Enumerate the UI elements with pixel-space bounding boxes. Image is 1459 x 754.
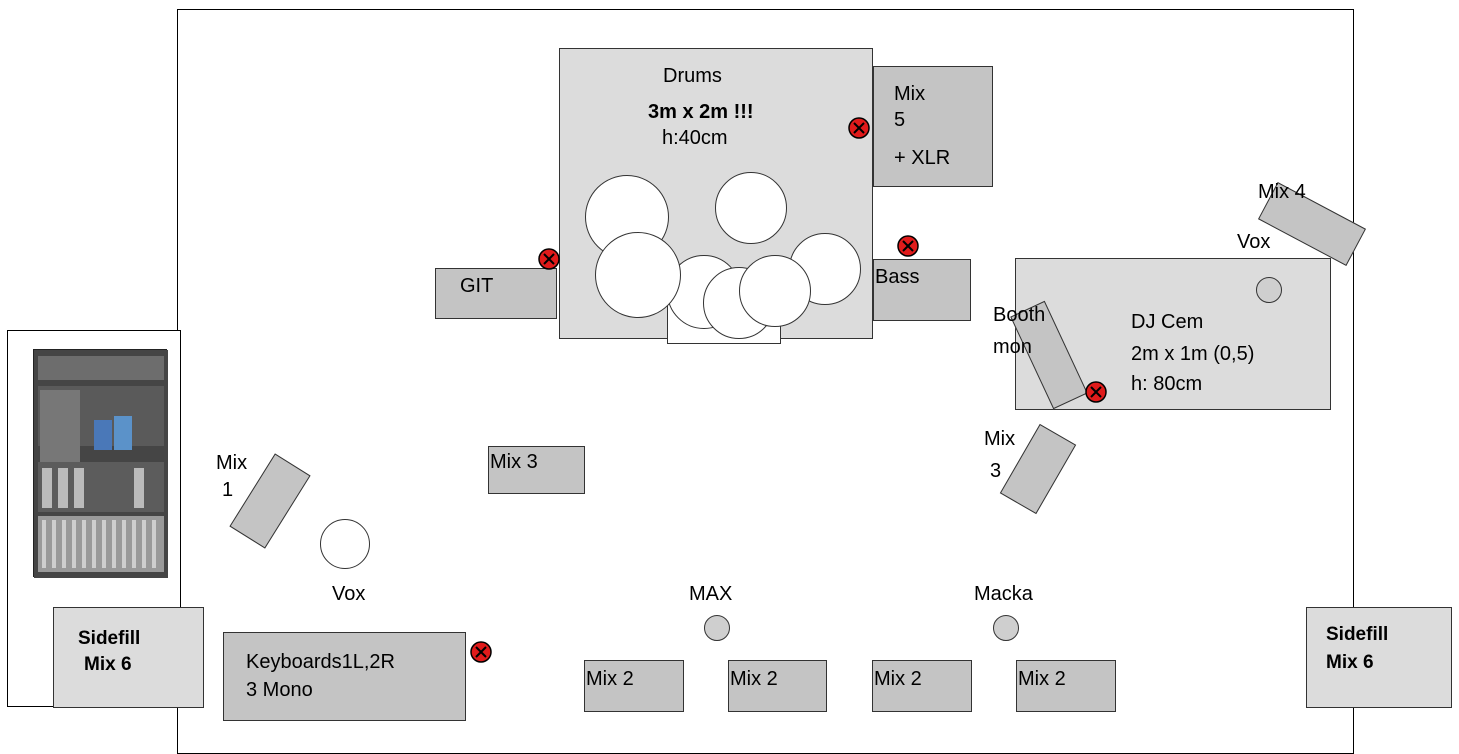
xlr-marker-icon	[538, 248, 560, 270]
mix5-monitor	[873, 66, 993, 187]
sidefill-right-label-line2: Mix 6	[1326, 652, 1374, 673]
mix2-label: Mix 2	[730, 668, 778, 690]
xlr-marker-icon	[1085, 381, 1107, 403]
mixing-console-image	[33, 349, 168, 578]
sidefill-left-label-line1: Sidefill	[78, 628, 141, 649]
macka-mic	[993, 615, 1019, 641]
mix3-center-label: Mix 3	[490, 451, 538, 473]
vox-right-label: Vox	[1237, 231, 1271, 253]
mix2-monitor	[1016, 660, 1116, 712]
dj-size-label: 2m x 1m (0,5)	[1131, 343, 1255, 365]
macka-label: Macka	[974, 583, 1033, 605]
mix3-center-monitor	[488, 446, 585, 494]
mix2-label: Mix 2	[874, 668, 922, 690]
xlr-marker-icon	[897, 235, 919, 257]
sidefill-right-label-line1: Sidefill	[1326, 624, 1389, 645]
mix5-label-line1: Mix	[894, 83, 926, 105]
drum-floor-tom	[739, 255, 811, 327]
max-label: MAX	[689, 583, 733, 605]
mix3-right-label-line2: 3	[990, 460, 1002, 482]
drums-label: Drums	[663, 65, 722, 87]
mix1-label-line1: Mix	[216, 452, 248, 474]
max-mic	[704, 615, 730, 641]
mix5-label-line3: + XLR	[894, 147, 951, 169]
dj-height-label: h: 80cm	[1131, 373, 1203, 395]
mix2-label: Mix 2	[1018, 668, 1066, 690]
mix1-label-line2: 1	[222, 479, 234, 501]
keyboards-label-line1: Keyboards1L,2R	[246, 651, 395, 673]
sidefill-left	[53, 607, 204, 708]
dj-name-label: DJ Cem	[1131, 311, 1204, 333]
vox-right-mic	[1256, 277, 1282, 303]
mix2-monitor	[728, 660, 827, 712]
drums-size-label: 3m x 2m !!!	[648, 101, 754, 123]
vox-left-label: Vox	[332, 583, 366, 605]
bass-label: Bass	[875, 266, 920, 288]
mix2-monitor	[872, 660, 972, 712]
mix2-monitor	[584, 660, 684, 712]
mix3-right-label-line1: Mix	[984, 428, 1016, 450]
bass-amp	[873, 259, 971, 321]
drums-height-label: h:40cm	[662, 127, 728, 149]
keyboards-label-line2: 3 Mono	[246, 679, 313, 701]
mix2-label: Mix 2	[586, 668, 634, 690]
mix4-label: Mix 4	[1258, 181, 1306, 203]
drum-cymbal	[595, 232, 681, 318]
mixing-console-icon	[34, 350, 168, 578]
git-label: GIT	[460, 275, 494, 297]
drum-tom	[715, 172, 787, 244]
xlr-marker-icon	[470, 641, 492, 663]
sidefill-right	[1306, 607, 1452, 708]
booth-label-line1: Booth	[993, 304, 1046, 326]
keyboards-riser	[223, 632, 466, 721]
guitar-amp	[435, 268, 557, 319]
booth-label-line2: mon	[993, 336, 1032, 358]
vocal-position-circle	[320, 519, 370, 569]
sidefill-left-label-line2: Mix 6	[84, 654, 132, 675]
xlr-marker-icon	[848, 117, 870, 139]
mix5-label-line2: 5	[894, 109, 906, 131]
